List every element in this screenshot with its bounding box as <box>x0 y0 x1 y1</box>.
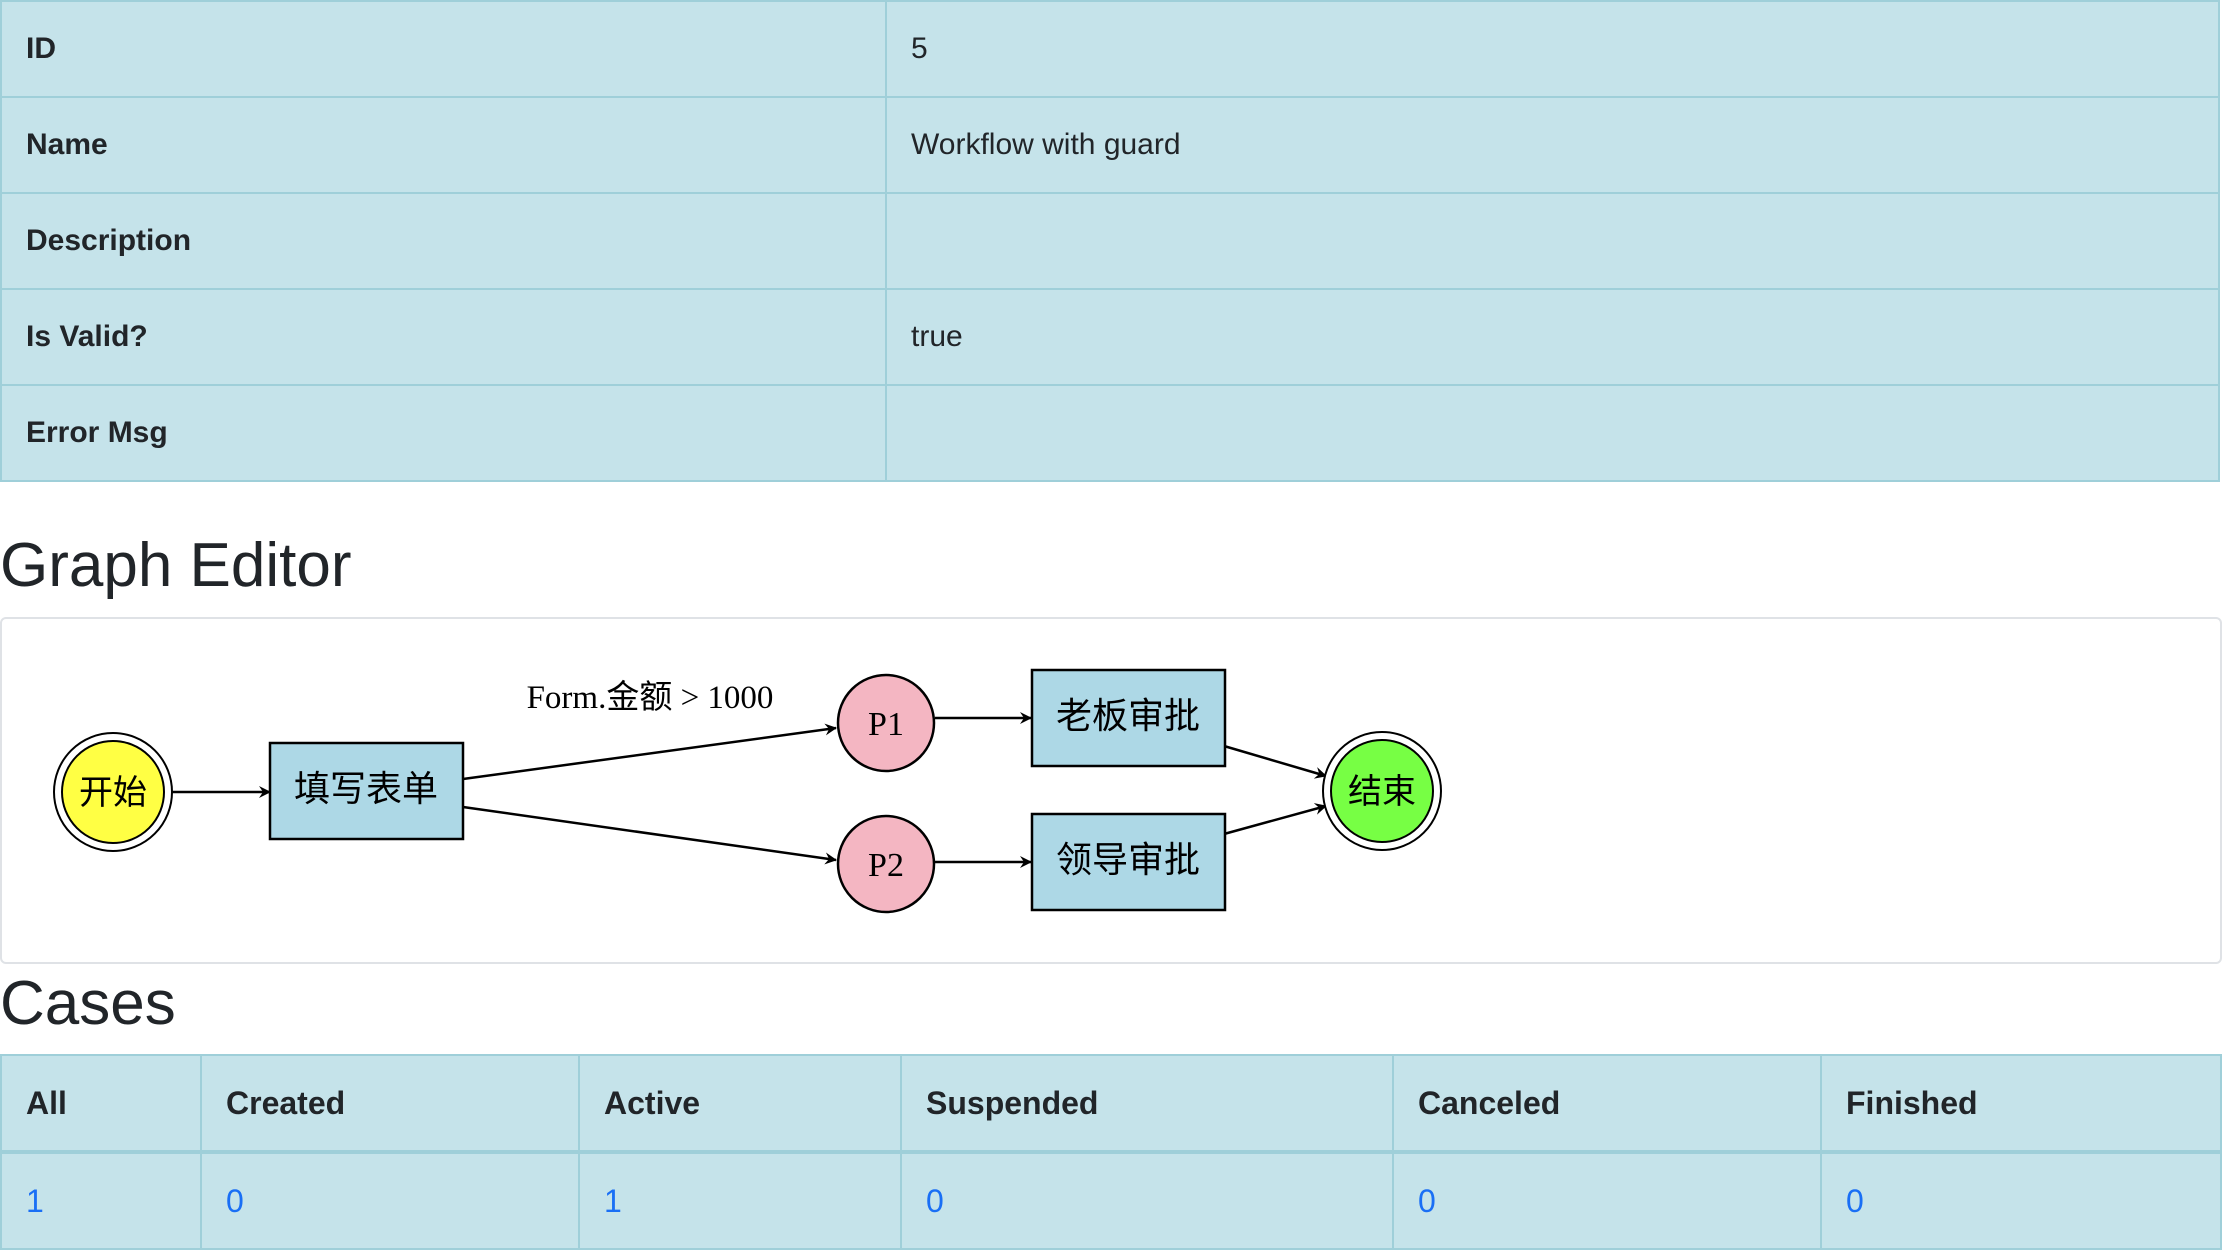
cases-finished-link[interactable]: 0 <box>1846 1182 1864 1219</box>
graph-editor-title: Graph Editor <box>0 531 352 600</box>
task-fill-form[interactable]: 填写表单 <box>268 741 465 841</box>
cases-header-created: Created <box>200 1054 580 1154</box>
start-node-label: 开始 <box>79 774 147 812</box>
graph-editor-canvas[interactable]: Form.金额 > 1000 开始 填写表单 P1 P2 <box>0 617 2222 964</box>
place-p2-label: P2 <box>868 847 904 884</box>
info-value <box>885 192 2220 290</box>
info-value: Workflow with guard <box>885 96 2220 194</box>
cases-header-finished: Finished <box>1820 1054 2222 1154</box>
place-p1[interactable]: P1 <box>836 673 936 773</box>
place-p1-label: P1 <box>868 706 904 743</box>
edge-form-to-p1[interactable] <box>462 723 837 781</box>
task-boss-approval-label: 老板审批 <box>1056 696 1200 736</box>
start-node[interactable]: 开始 <box>53 732 173 852</box>
edge-leader-to-end[interactable] <box>1223 803 1327 836</box>
cases-header-suspended: Suspended <box>900 1054 1394 1154</box>
workflow-graph: Form.金额 > 1000 开始 填写表单 P1 P2 <box>53 668 1442 914</box>
info-row-error-msg: Error Msg <box>0 384 2220 482</box>
end-node-label: 结束 <box>1348 773 1416 811</box>
cases-header-row: All Created Active Suspended Canceled Fi… <box>0 1054 2222 1154</box>
cases-header-canceled: Canceled <box>1392 1054 1822 1154</box>
edge-boss-to-end[interactable] <box>1223 744 1327 779</box>
cases-active-link[interactable]: 1 <box>604 1182 622 1219</box>
task-fill-form-label: 填写表单 <box>294 769 438 809</box>
edge-form-to-p2[interactable] <box>462 805 837 865</box>
info-value: true <box>885 288 2220 386</box>
cases-table: All Created Active Suspended Canceled Fi… <box>0 1054 2222 1250</box>
cases-header-active: Active <box>578 1054 902 1154</box>
cases-header-all: All <box>0 1054 202 1154</box>
info-row-name: Name Workflow with guard <box>0 96 2220 194</box>
cases-count-row: 1 0 1 0 0 0 <box>0 1151 2222 1250</box>
info-label: Is Valid? <box>0 288 887 386</box>
end-node[interactable]: 结束 <box>1322 731 1442 851</box>
cases-title: Cases <box>0 969 176 1038</box>
place-p2[interactable]: P2 <box>836 814 936 914</box>
info-label: ID <box>0 0 887 98</box>
cases-canceled-link[interactable]: 0 <box>1418 1182 1436 1219</box>
info-row-is-valid: Is Valid? true <box>0 288 2220 386</box>
info-row-description: Description <box>0 192 2220 290</box>
workflow-info-table: ID 5 Name Workflow with guard Descriptio… <box>0 0 2220 482</box>
cases-all-link[interactable]: 1 <box>26 1182 44 1219</box>
edge-guard-label: Form.金额 > 1000 <box>527 679 774 716</box>
info-value: 5 <box>885 0 2220 98</box>
info-label: Name <box>0 96 887 194</box>
cases-created-link[interactable]: 0 <box>226 1182 244 1219</box>
info-label: Description <box>0 192 887 290</box>
info-value <box>885 384 2220 482</box>
info-row-id: ID 5 <box>0 0 2220 98</box>
info-label: Error Msg <box>0 384 887 482</box>
cases-suspended-link[interactable]: 0 <box>926 1182 944 1219</box>
task-boss-approval[interactable]: 老板审批 <box>1030 668 1227 768</box>
task-leader-approval[interactable]: 领导审批 <box>1030 812 1227 912</box>
task-leader-approval-label: 领导审批 <box>1056 840 1200 880</box>
